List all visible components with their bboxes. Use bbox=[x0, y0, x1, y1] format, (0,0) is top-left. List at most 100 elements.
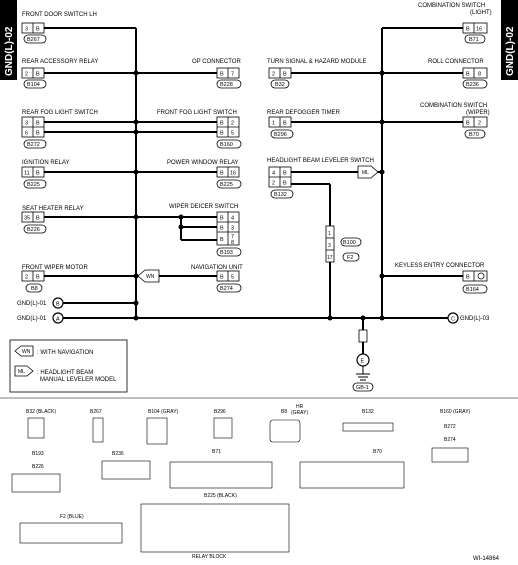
svg-text:E: E bbox=[361, 359, 365, 365]
svg-text:2: 2 bbox=[272, 72, 275, 78]
svg-text:B193: B193 bbox=[220, 250, 233, 256]
svg-text:B100: B100 bbox=[343, 240, 356, 246]
svg-text:B267: B267 bbox=[90, 409, 102, 415]
svg-text:B: B bbox=[36, 171, 40, 177]
svg-text:KEYLESS ENTRY CONNECTOR: KEYLESS ENTRY CONNECTOR bbox=[395, 263, 485, 269]
svg-text:REAR DEFOGGER TIMER: REAR DEFOGGER TIMER bbox=[267, 110, 341, 116]
svg-text:B228: B228 bbox=[220, 82, 233, 88]
ignition-relay: IGNITION RELAY 11 B B225 bbox=[21, 160, 70, 189]
keyless-entry-connector: KEYLESS ENTRY CONNECTOR B B164 bbox=[395, 263, 488, 294]
svg-text:1: 1 bbox=[328, 231, 331, 237]
svg-text:GB-1: GB-1 bbox=[356, 385, 369, 391]
right-side-tab bbox=[501, 0, 518, 80]
left-side-tab-label: GND(L)-02 bbox=[4, 26, 15, 76]
svg-text:WN: WN bbox=[146, 274, 155, 280]
svg-text:B160: B160 bbox=[220, 142, 233, 148]
svg-text:C: C bbox=[451, 317, 455, 323]
svg-text:B: B bbox=[36, 216, 40, 222]
svg-text:4: 4 bbox=[272, 171, 275, 177]
svg-text:B226: B226 bbox=[32, 464, 44, 470]
gnd-line-c: C GND(L)-03 bbox=[447, 312, 490, 324]
rear-defogger-timer: REAR DEFOGGER TIMER 1 B B296 bbox=[267, 110, 341, 139]
svg-text:WN: WN bbox=[22, 349, 31, 355]
svg-text:(LIGHT): (LIGHT) bbox=[470, 10, 492, 16]
figure-id: WI-14864 bbox=[473, 556, 500, 562]
gnd-line-b: GND(L)-01 B bbox=[17, 297, 64, 309]
svg-text:B164: B164 bbox=[466, 287, 479, 293]
front-door-switch-lh: FRONT DOOR SWITCH LH 3 B B267 bbox=[21, 12, 97, 44]
svg-text:POWER WINDOW RELAY: POWER WINDOW RELAY bbox=[167, 160, 239, 166]
front-wiper-motor: FRONT WIPER MOTOR 2 B B8 bbox=[21, 265, 88, 293]
svg-text:B: B bbox=[220, 131, 224, 137]
svg-text:B71: B71 bbox=[469, 37, 479, 43]
svg-text:SEAT HEATER RELAY: SEAT HEATER RELAY bbox=[22, 206, 84, 212]
svg-text:B: B bbox=[283, 72, 287, 78]
left-side-tab bbox=[0, 0, 17, 80]
svg-text:B267: B267 bbox=[27, 37, 40, 43]
svg-text:ML: ML bbox=[362, 170, 369, 176]
svg-text:1: 1 bbox=[272, 121, 275, 127]
svg-text:ROLL CONNECTOR: ROLL CONNECTOR bbox=[428, 59, 484, 65]
svg-text:2: 2 bbox=[272, 181, 275, 187]
svg-text:ML: ML bbox=[18, 369, 25, 375]
svg-text:FRONT FOG LIGHT SWITCH: FRONT FOG LIGHT SWITCH bbox=[157, 110, 237, 116]
svg-text:17: 17 bbox=[327, 255, 333, 261]
svg-text:B274: B274 bbox=[220, 286, 233, 292]
svg-text:B: B bbox=[56, 302, 60, 308]
svg-text:B70: B70 bbox=[373, 449, 382, 455]
svg-text:REAR ACCESSORY RELAY: REAR ACCESSORY RELAY bbox=[22, 59, 98, 65]
svg-text:B: B bbox=[36, 72, 40, 78]
svg-text:3: 3 bbox=[25, 27, 28, 33]
svg-text:COMBINATION SWITCH: COMBINATION SWITCH bbox=[418, 3, 485, 9]
svg-text:3: 3 bbox=[25, 121, 28, 127]
svg-text:6: 6 bbox=[25, 131, 28, 137]
svg-text:GND(L)-01: GND(L)-01 bbox=[17, 301, 47, 307]
svg-text:B104: B104 bbox=[27, 82, 40, 88]
svg-text:B: B bbox=[220, 226, 224, 232]
op-connector: OP CONNECTOR B 7 B228 bbox=[192, 59, 241, 89]
svg-text:B236: B236 bbox=[466, 82, 479, 88]
svg-text:GND(L)-03: GND(L)-03 bbox=[460, 316, 490, 322]
svg-text:GND(L)-01: GND(L)-01 bbox=[17, 316, 47, 322]
svg-text:HEADLIGHT BEAM LEVELER SWITCH: HEADLIGHT BEAM LEVELER SWITCH bbox=[267, 158, 374, 164]
combination-switch-wiper: COMBINATION SWITCH (WIPER) B 2 B70 bbox=[420, 103, 490, 139]
svg-text:B8: B8 bbox=[281, 409, 287, 415]
svg-text:FRONT WIPER MOTOR: FRONT WIPER MOTOR bbox=[22, 265, 88, 271]
right-side-tab-label: GND(L)-02 bbox=[505, 26, 516, 76]
svg-text:2: 2 bbox=[25, 275, 28, 281]
svg-text:WIPER DEICER SWITCH: WIPER DEICER SWITCH bbox=[169, 204, 238, 210]
svg-text:4: 4 bbox=[231, 216, 234, 222]
svg-text:16: 16 bbox=[476, 27, 482, 33]
svg-text:B132: B132 bbox=[274, 192, 287, 198]
headlight-beam-leveler-switch: HEADLIGHT BEAM LEVELER SWITCH 4 B 2 B B1… bbox=[267, 158, 374, 199]
svg-text:B225: B225 bbox=[27, 182, 40, 188]
svg-text:B: B bbox=[36, 121, 40, 127]
svg-text:F2: F2 bbox=[347, 255, 353, 261]
svg-text:B160 (GRAY): B160 (GRAY) bbox=[440, 409, 471, 415]
svg-text:NAVIGATION UNIT: NAVIGATION UNIT bbox=[191, 265, 243, 271]
navigation-unit: NAVIGATION UNIT B 5 B274 bbox=[191, 265, 243, 293]
svg-text:B272: B272 bbox=[27, 142, 40, 148]
roll-connector: ROLL CONNECTOR B 8 B236 bbox=[428, 59, 488, 89]
svg-text:B: B bbox=[220, 72, 224, 78]
svg-text:2: 2 bbox=[231, 121, 234, 127]
gnd-line-a: GND(L)-01 A bbox=[17, 312, 64, 324]
front-fog-light-switch: FRONT FOG LIGHT SWITCH B 2 B 5 B160 bbox=[157, 110, 242, 149]
svg-text:B296: B296 bbox=[214, 409, 226, 415]
svg-text:: HEADLIGHT BEAM: : HEADLIGHT BEAM bbox=[37, 370, 93, 376]
svg-text:B296: B296 bbox=[274, 132, 287, 138]
svg-text:2: 2 bbox=[25, 72, 28, 78]
svg-text:B: B bbox=[36, 27, 40, 33]
svg-text:5: 5 bbox=[231, 131, 234, 137]
svg-text:COMBINATION SWITCH: COMBINATION SWITCH bbox=[420, 103, 487, 109]
svg-text:B: B bbox=[283, 171, 287, 177]
svg-text:F2 (BLUE): F2 (BLUE) bbox=[60, 514, 84, 520]
svg-text:7: 7 bbox=[231, 72, 234, 78]
svg-text:B: B bbox=[36, 131, 40, 137]
svg-text:B71: B71 bbox=[212, 449, 221, 455]
inline-connector-b100: 1 3 17 B100 F2 bbox=[325, 225, 362, 263]
svg-text:FRONT DOOR SWITCH LH: FRONT DOOR SWITCH LH bbox=[22, 12, 97, 18]
seat-heater-relay: SEAT HEATER RELAY 35 B B226 bbox=[21, 206, 84, 234]
svg-text:B225 (BLACK): B225 (BLACK) bbox=[204, 493, 237, 499]
